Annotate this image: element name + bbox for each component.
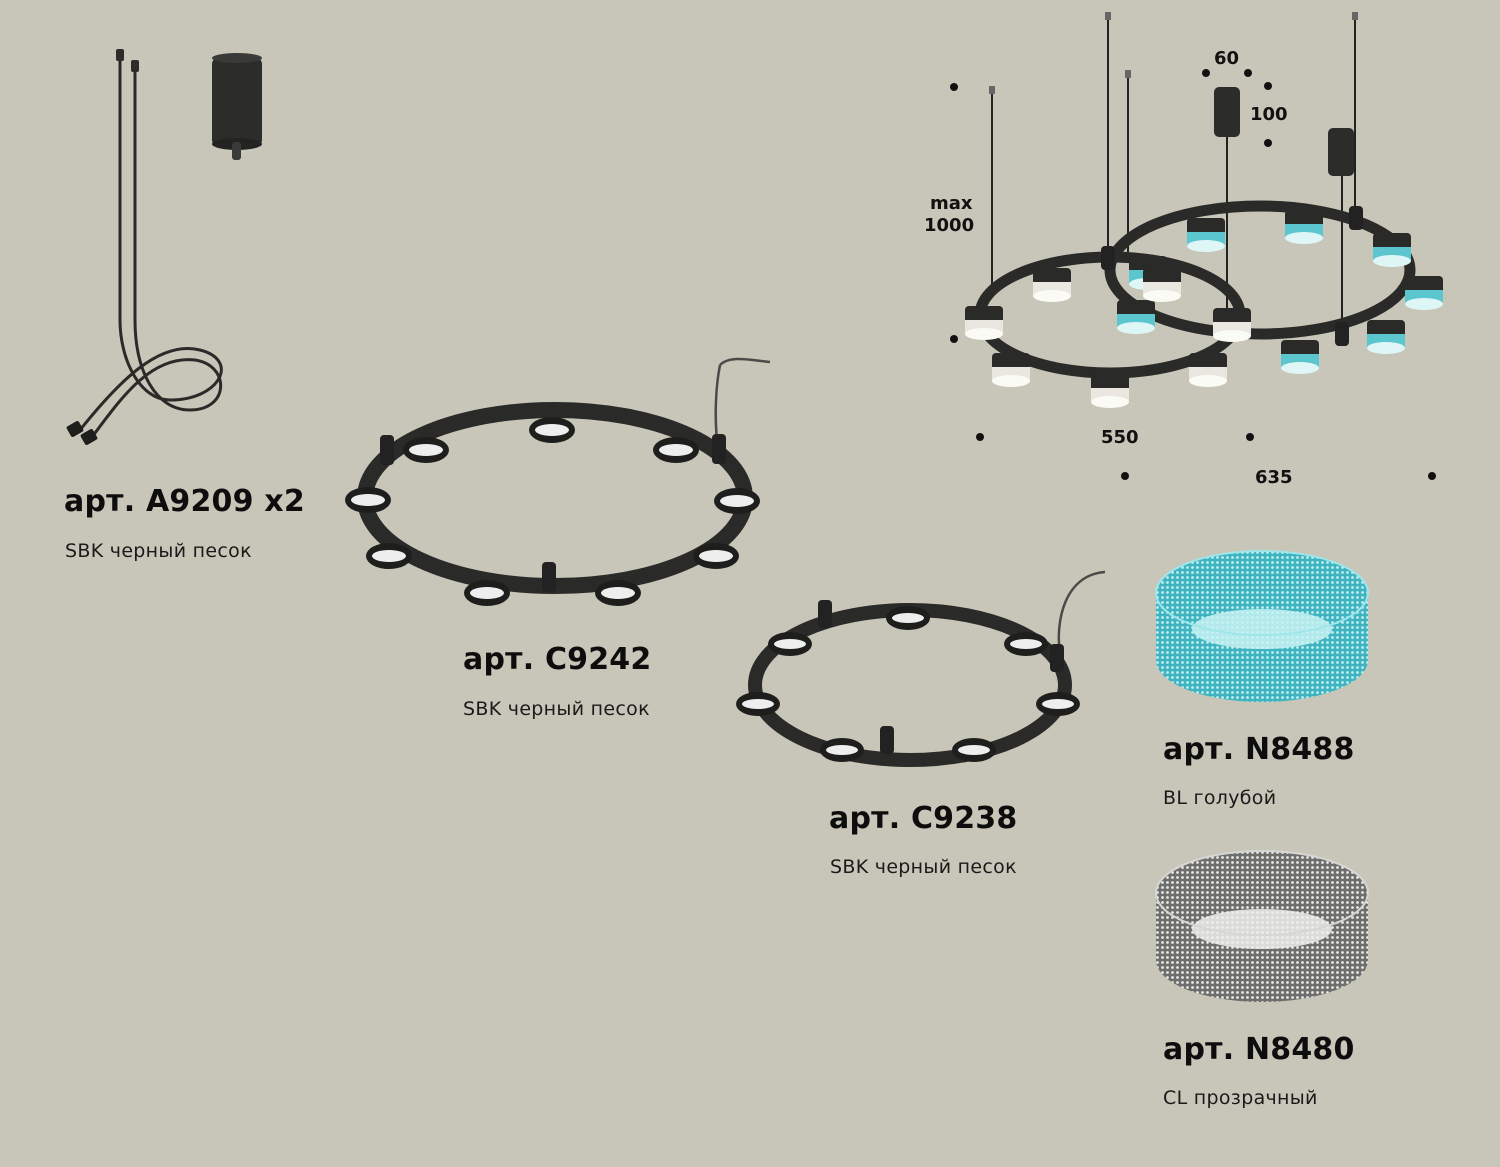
dimension-marker [976,433,984,441]
product-title-c9238: арт. C9238 [829,801,1018,836]
dimension-marker [1121,472,1129,480]
spot-lamps [736,606,1080,762]
product-subtitle-n8480: CL прозрачный [1163,1087,1318,1109]
dimension-marker [1264,82,1272,90]
dimension-marker [1244,69,1252,77]
dimension-canopy-height: 100 [1250,104,1288,125]
product-title-n8488: арт. N8488 [1163,732,1355,767]
dimension-suspension-max-value: 1000 [924,215,975,236]
product-title-a9209: арт. A9209 x2 [64,484,305,519]
dimension-large-ring-diameter: 635 [1255,467,1293,488]
crystal-ring-blue-illustration [1155,550,1369,702]
ring-track-c9238-illustration [736,570,1106,767]
dimension-marker [1202,69,1210,77]
product-subtitle-a9209: SBK черный песок [65,540,252,562]
dimension-marker [1264,139,1272,147]
dimension-marker [950,335,958,343]
dimension-marker [950,83,958,91]
product-subtitle-c9238: SBK черный песок [830,856,1017,878]
dimension-suspension-max-label: max [930,193,973,214]
dimension-marker [1246,433,1254,441]
dimension-small-ring-diameter: 550 [1101,427,1139,448]
suspension-kit-illustration [66,49,262,445]
product-title-c9242: арт. C9242 [463,642,652,677]
product-subtitle-c9242: SBK черный песок [463,698,650,720]
spot-lamps [345,417,760,606]
product-subtitle-n8488: BL голубой [1163,787,1277,809]
crystal-ring-clear-illustration [1155,850,1369,1002]
assembled-chandelier-illustration [965,12,1443,408]
dimension-canopy-width: 60 [1214,48,1240,69]
product-title-n8480: арт. N8480 [1163,1032,1355,1067]
ring-track-c9242-illustration [345,357,771,606]
clear-shades [965,268,1251,408]
dimension-marker [1428,472,1436,480]
